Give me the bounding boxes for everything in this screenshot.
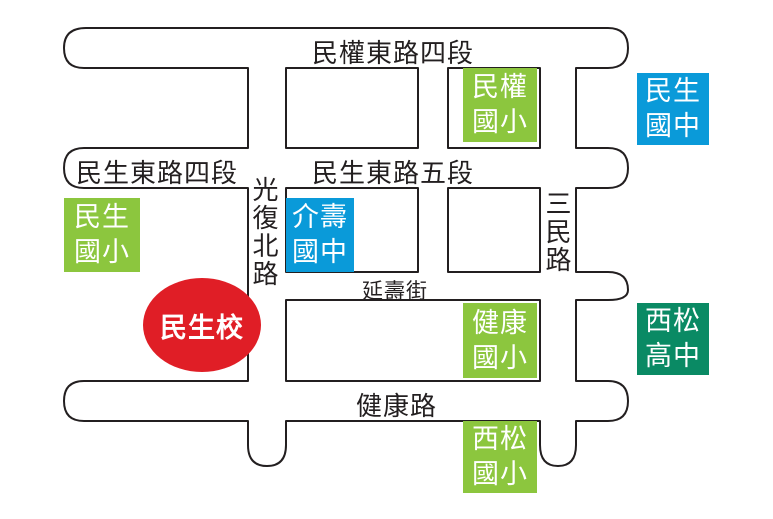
school-jieshou-junior-high-line1: 介壽	[292, 202, 348, 233]
school-minquan-elementary-line1: 民權	[472, 72, 528, 103]
road-outline-minquan	[63, 27, 629, 467]
school-minsheng-elementary: 民生 國小	[64, 198, 140, 272]
school-minsheng-campus-marker: 民生校	[143, 278, 261, 372]
school-songshan-high-line2: 高中	[645, 341, 701, 372]
road-label-guangfu-n-rd: 光復北路	[248, 176, 278, 288]
school-songshan-elementary-line2: 國小	[472, 459, 528, 490]
block-1	[285, 67, 419, 149]
school-minsheng-junior-high: 民生 國中	[637, 73, 709, 145]
road-label-minquan-e-rd-sec4: 民權東路四段	[312, 39, 475, 69]
school-minquan-elementary: 民權 國小	[463, 68, 537, 142]
school-minsheng-elementary-line2: 國小	[74, 237, 130, 268]
road-label-yanshou-st: 延壽街	[362, 279, 428, 303]
school-jiankang-elementary-line1: 健康	[472, 307, 528, 339]
school-minquan-elementary-line2: 國小	[472, 107, 528, 138]
school-jiankang-elementary: 健康 國小	[463, 303, 537, 378]
school-songshan-high: 西松 高中	[637, 303, 709, 375]
school-songshan-elementary-line1: 西松	[472, 424, 528, 455]
road-label-jiankang-rd: 健康路	[356, 392, 438, 422]
road-label-minsheng-e-rd-sec5: 民生東路五段	[312, 159, 475, 189]
school-songshan-high-line1: 西松	[645, 306, 701, 337]
school-songshan-elementary: 西松 國小	[463, 421, 537, 493]
school-minsheng-junior-high-line2: 國中	[645, 111, 701, 142]
school-jieshou-junior-high: 介壽 國中	[286, 198, 354, 272]
road-label-sanmin-rd: 三民路	[541, 190, 571, 274]
block-5	[285, 299, 541, 382]
school-jiankang-elementary-line2: 國小	[472, 342, 528, 374]
school-jieshou-junior-high-line2: 國中	[292, 237, 348, 268]
school-minsheng-junior-high-line1: 民生	[645, 76, 701, 107]
school-minsheng-campus-label: 民生校	[160, 312, 244, 344]
road-label-minsheng-e-rd-sec4: 民生東路四段	[76, 159, 239, 189]
block-4	[447, 187, 541, 273]
school-minsheng-elementary-line1: 民生	[74, 202, 130, 233]
